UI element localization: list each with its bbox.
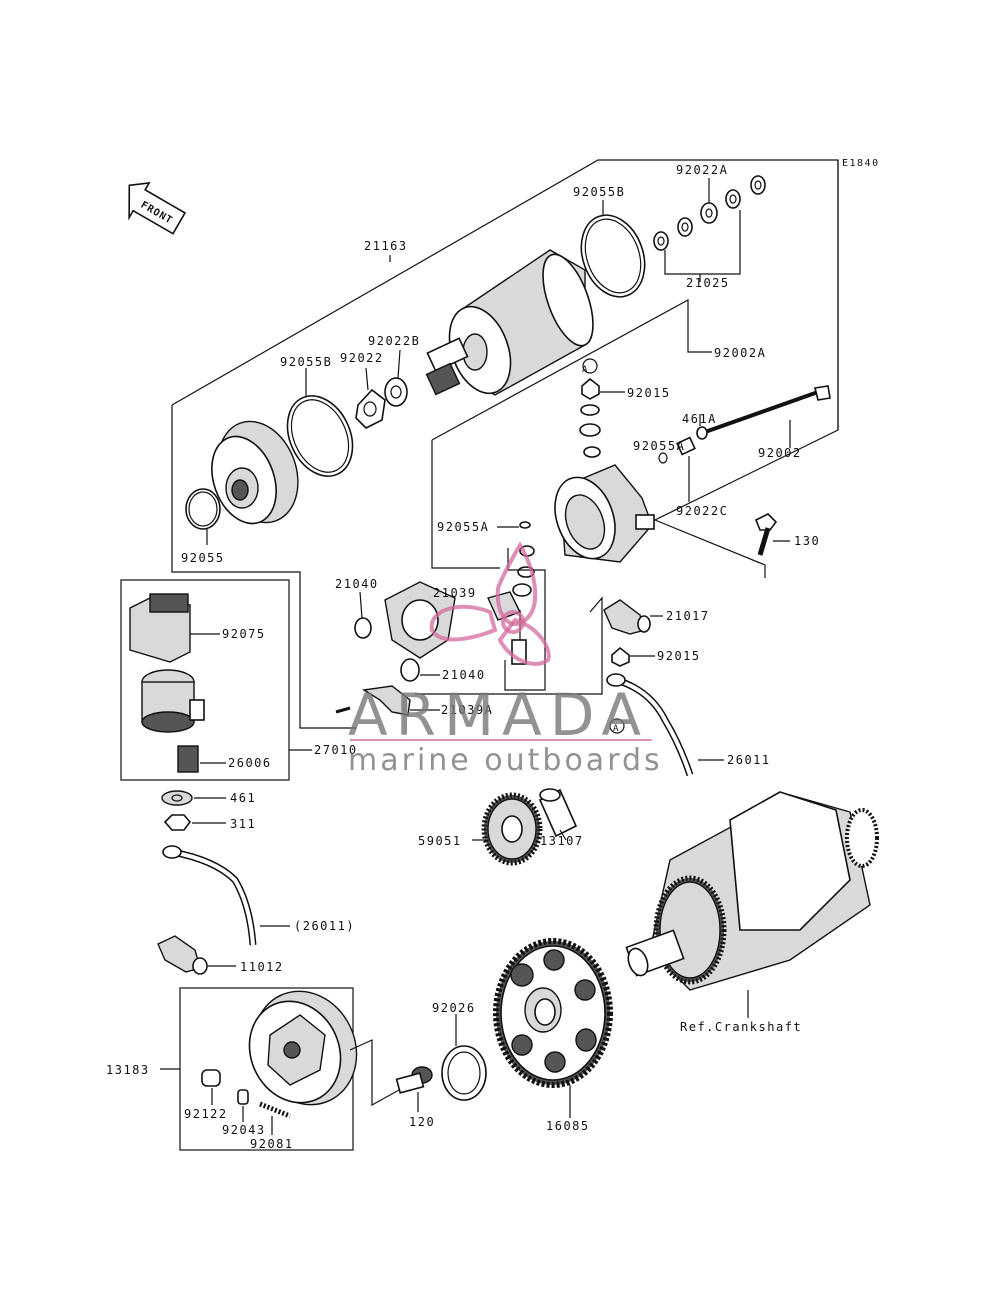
propeller-logo-icon: [429, 541, 551, 666]
label-461: 461: [230, 791, 256, 805]
bolt-130: [754, 513, 778, 556]
boot-11012: [157, 935, 208, 975]
label-92022: 92022: [340, 351, 384, 365]
washer-92026: [441, 1045, 487, 1101]
label-92081: 92081: [250, 1137, 294, 1151]
bolt-120: [395, 1066, 433, 1094]
label-92055: 92055: [181, 551, 225, 565]
crankshaft: [625, 791, 879, 991]
label-92055a-right: 92055A: [633, 439, 685, 453]
pin-92043: [237, 1089, 249, 1105]
marker-a-bottom: A: [613, 724, 620, 734]
relay-cover-92075: [129, 593, 191, 663]
nut-311: [163, 814, 192, 831]
label-26006: 26006: [228, 756, 272, 770]
label-92015-mid: 92015: [657, 649, 701, 663]
watermark: ARMADA marine outboards: [348, 541, 663, 778]
front-arrow-icon: FRONT: [128, 181, 187, 235]
label-21039: 21039: [433, 586, 477, 600]
label-16085: 16085: [546, 1119, 590, 1133]
brush-holder-21040: [354, 581, 456, 682]
starter-front-cover: [211, 420, 299, 525]
starter-gear-16085: [493, 938, 613, 1088]
label-92043: 92043: [222, 1123, 266, 1137]
shaft-13107: [538, 788, 578, 838]
label-92055b-top: 92055B: [573, 185, 625, 199]
fuse-26006: [177, 745, 199, 773]
label-311: 311: [230, 817, 256, 831]
brush-holder-outline: [431, 298, 712, 441]
label-26011-paren: (26011): [294, 919, 355, 933]
spring-92081: [259, 1101, 291, 1119]
label-92122: 92122: [184, 1107, 228, 1121]
terminal-boot-21017: [603, 599, 651, 635]
cable-26011-lower: [162, 845, 257, 946]
cable-26011: [606, 673, 694, 777]
label-461a: 461A: [682, 412, 717, 426]
label-21025: 21025: [686, 276, 730, 290]
label-92022b: 92022B: [368, 334, 420, 348]
label-92002a: 92002A: [714, 346, 766, 360]
label-21040-top: 21040: [335, 577, 379, 591]
starter-motor-body: [425, 249, 594, 396]
label-11012: 11012: [240, 960, 284, 974]
starter-clutch: [248, 990, 358, 1106]
label-59051: 59051: [418, 834, 462, 848]
label-92022c: 92022C: [676, 504, 728, 518]
label-27010: 27010: [314, 743, 358, 757]
starter-rear-cover: [554, 464, 655, 563]
label-130: 130: [794, 534, 820, 548]
idle-gear-59051: [481, 792, 543, 866]
label-21163: 21163: [364, 239, 408, 253]
relay-box-outline: [120, 579, 290, 781]
label-92022a: 92022A: [676, 163, 728, 177]
label-92002: 92002: [758, 446, 802, 460]
watermark-tagline: marine outboards: [348, 743, 663, 778]
label-21039a: 21039A: [441, 703, 493, 717]
label-21040-mid: 21040: [442, 668, 486, 682]
watermark-brand: ARMADA: [348, 681, 649, 749]
through-bolt-92002: [704, 385, 831, 434]
washer-set-21025: [653, 175, 766, 251]
part-labels: 21163 92055B 92022A 21025 92002A 92055B …: [106, 163, 820, 1151]
roller-92122: [201, 1069, 221, 1087]
diagram-code: E1840: [842, 158, 880, 169]
label-ref-crankshaft: Ref.Crankshaft: [680, 1020, 802, 1034]
label-13183: 13183: [106, 1063, 150, 1077]
washer-461: [161, 790, 193, 806]
label-120: 120: [409, 1115, 435, 1129]
label-92055b: 92055B: [280, 355, 332, 369]
starter-relay: [141, 669, 205, 733]
o-ring-92055b-top: [580, 214, 646, 298]
label-92015-top: 92015: [627, 386, 671, 400]
label-92075: 92075: [222, 627, 266, 641]
label-26011: 26011: [727, 753, 771, 767]
label-13107: 13107: [540, 834, 584, 848]
label-21017: 21017: [666, 609, 710, 623]
bracket-21039a: [362, 685, 411, 716]
label-92055a-left: 92055A: [437, 520, 489, 534]
label-92026: 92026: [432, 1001, 476, 1015]
